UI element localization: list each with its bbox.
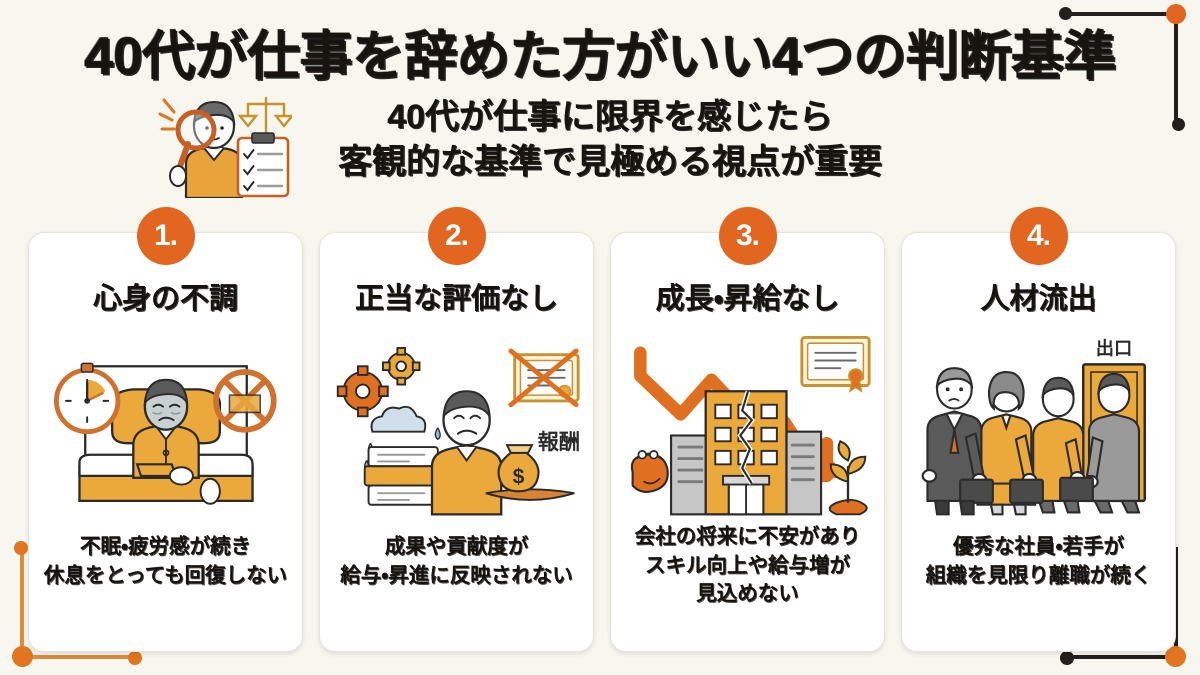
caption-line-2: 給与・昇進に反映されない bbox=[340, 563, 573, 587]
card-title: 成長・昇給なし bbox=[655, 283, 840, 315]
illustration-overworked-man-with-gears-documents-and-money-bag: $ 報酬 x bbox=[336, 347, 580, 516]
bracket-vertical-bar bbox=[20, 551, 24, 659]
bracket-horizontal-bar bbox=[22, 655, 132, 659]
criteria-card-list: 1. 心身の不調 bbox=[28, 207, 1176, 652]
card-caption: 優秀な社員・若手が 組織を見限り離職が続く bbox=[910, 533, 1167, 590]
caption-line-2: スキル向上や給与増が bbox=[645, 553, 850, 577]
card-title: 人材流出 bbox=[980, 283, 1097, 315]
svg-text:$: $ bbox=[512, 466, 524, 489]
caption-line-3: 見込めない bbox=[696, 582, 799, 606]
illustration-declining-arrow-cracked-building-purse-and-certificate bbox=[630, 335, 871, 516]
card-title: 正当な評価なし bbox=[354, 283, 558, 315]
card-illustration-wrapper: $ 報酬 x bbox=[320, 323, 593, 523]
card-number-badge: 3. bbox=[718, 207, 777, 265]
card-illustration-wrapper bbox=[611, 323, 884, 523]
card-title: 心身の不調 bbox=[92, 283, 238, 315]
caption-line-1: 会社の将来に不安があり bbox=[634, 525, 861, 548]
bracket-end-dot-vertical-icon bbox=[14, 541, 28, 555]
card-number-badge: 2. bbox=[427, 207, 486, 265]
bracket-end-dot-horizontal-icon bbox=[1060, 651, 1074, 665]
card-illustration-wrapper bbox=[29, 323, 302, 523]
criteria-card-3[interactable]: 3. 成長・昇給なし bbox=[610, 207, 885, 652]
card-caption: 成果や貢献度が 給与・昇進に反映されない bbox=[328, 533, 585, 590]
caption-line-1: 優秀な社員・若手が bbox=[953, 535, 1124, 558]
illustration-employees-leaving-through-exit-door: 出口 bbox=[921, 338, 1146, 516]
caption-line-2: 組織を見限り離職が続く bbox=[925, 563, 1152, 587]
illustration-exhausted-man-in-bed-with-clock-and-no-sleep-sign bbox=[53, 362, 277, 505]
criteria-card-4[interactable]: 4. 人材流出 出口 bbox=[901, 207, 1176, 652]
card-caption: 不眠・疲労感が続き 休息をとっても回復しない bbox=[37, 533, 294, 590]
caption-line-2: 休息をとっても回復しない bbox=[43, 563, 288, 587]
card-illustration-wrapper: 出口 bbox=[902, 323, 1175, 523]
header: 40代が仕事を辞めた方がいい4つの判断基準 bbox=[0, 0, 1200, 205]
card-number-badge: 1. bbox=[136, 207, 195, 265]
bracket-horizontal-bar bbox=[1070, 655, 1176, 659]
illustration-label-exit: 出口 bbox=[1095, 338, 1132, 359]
card-number-badge: 4. bbox=[1009, 207, 1068, 265]
caption-line-1: 不眠・疲労感が続き bbox=[80, 535, 251, 558]
subtitle-line-2: 客観的な基準で見極める視点が重要 bbox=[338, 143, 882, 182]
card-caption: 会社の将来に不安があり スキル向上や給与増が 見込めない bbox=[619, 523, 876, 609]
criteria-card-2[interactable]: 2. 正当な評価なし bbox=[319, 207, 594, 652]
criteria-card-1[interactable]: 1. 心身の不調 bbox=[28, 207, 303, 652]
subtitle-line-1: 40代が仕事に限界を感じたら bbox=[387, 98, 833, 136]
page-title: 40代が仕事を辞めた方がいい4つの判断基準 bbox=[84, 27, 1116, 86]
page-subtitle: 40代が仕事に限界を感じたら 客観的な基準で見極める視点が重要 bbox=[280, 95, 940, 185]
illustration-label-reward: 報酬 bbox=[537, 430, 579, 454]
caption-line-1: 成果や貢献度が bbox=[384, 535, 529, 558]
header-illustration-man-with-magnifier-scales-checklist bbox=[158, 96, 292, 198]
bracket-end-dot-horizontal-icon bbox=[128, 651, 142, 665]
